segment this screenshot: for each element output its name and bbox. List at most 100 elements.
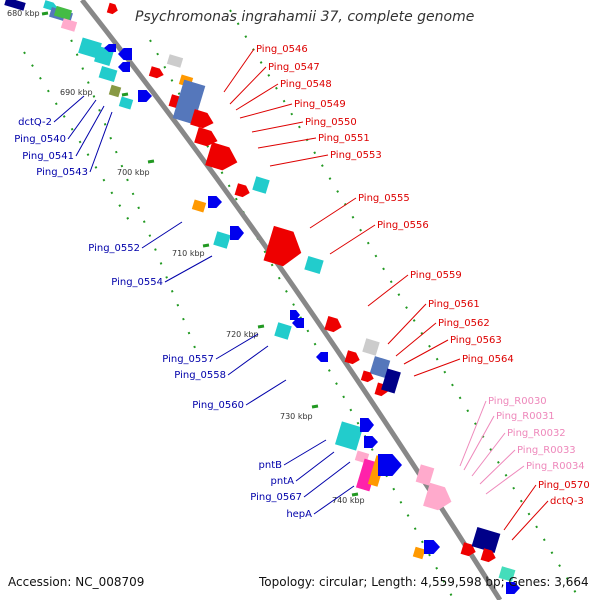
gene-arrow: [138, 90, 152, 102]
gene-block: [4, 0, 26, 11]
gene-block: [98, 65, 118, 83]
leader-line: [413, 358, 461, 377]
reverse-gene-label: dctQ-2: [18, 117, 52, 128]
forward-gene-label: Ping_0555: [358, 193, 410, 204]
forward-gene-label: Ping_0559: [410, 270, 462, 281]
tick-label: 710 kbp: [172, 249, 205, 258]
forward-gene-label: Ping_0564: [462, 354, 514, 365]
rna-gene-label: Ping_R0034: [526, 461, 585, 472]
reverse-gene-label: Ping_0554: [111, 277, 163, 288]
leader-line: [329, 224, 376, 255]
reverse-gene-label: Ping_0541: [22, 151, 74, 162]
leader-line: [403, 339, 449, 365]
label-leader-lines: [53, 48, 549, 541]
frame-dot-row: [229, 9, 581, 600]
leader-line: [503, 484, 537, 531]
gene-arrow: [506, 582, 520, 594]
leader-line: [395, 322, 437, 357]
gene-arrow: [378, 454, 402, 476]
gene-block: [274, 322, 292, 340]
gene-features: [4, 0, 520, 594]
gene-block: [335, 421, 363, 451]
leader-line: [257, 137, 317, 149]
gene-arrow: [194, 127, 218, 147]
gene-block: [304, 255, 324, 275]
rna-gene-label: Ping_R0030: [488, 396, 547, 407]
gene-arrow: [364, 436, 378, 448]
reverse-gene-label: pntA: [271, 476, 295, 487]
forward-gene-label: Ping_0550: [305, 117, 357, 128]
leader-line: [463, 415, 495, 471]
tick-label: 700 kbp: [117, 168, 150, 177]
leader-line: [269, 154, 329, 167]
gene-block: [118, 96, 134, 110]
gene-arrow: [423, 482, 452, 511]
reverse-gene-label: Ping_0540: [14, 134, 66, 145]
leader-line: [303, 461, 351, 498]
forward-gene-label: Ping_0553: [330, 150, 382, 161]
forward-gene-label: Ping_0563: [450, 335, 502, 346]
forward-gene-label: Ping_0546: [256, 44, 308, 55]
forward-gene-label: dctQ-3: [550, 496, 584, 507]
tick-mark: [41, 11, 49, 16]
forward-gene-label: Ping_0547: [268, 62, 320, 73]
gene-arrow: [104, 44, 116, 52]
tick-mark: [257, 324, 265, 329]
tick-label: 740 kbp: [332, 496, 365, 505]
gene-arrow: [360, 370, 374, 383]
forward-gene-label: Ping_0570: [538, 480, 590, 491]
gene-block: [412, 546, 426, 560]
gene-arrow: [118, 62, 130, 72]
leader-line: [245, 379, 287, 406]
leader-line: [479, 449, 516, 485]
leader-line: [164, 255, 213, 283]
leader-line: [511, 500, 549, 541]
gene-arrow: [316, 352, 328, 362]
gene-block: [381, 368, 401, 394]
tick-label: 730 kbp: [280, 412, 313, 421]
leader-line: [223, 48, 255, 93]
gene-arrow: [106, 2, 118, 15]
frame-dot-row: [59, 11, 196, 349]
gene-block: [498, 566, 516, 582]
gene-arrow: [190, 109, 214, 129]
forward-gene-label: Ping_0561: [428, 299, 480, 310]
rna-gene-label: Ping_R0031: [496, 411, 555, 422]
leader-line: [251, 121, 304, 133]
tick-mark: [202, 243, 210, 248]
gene-arrow: [424, 540, 440, 554]
gene-block: [213, 231, 231, 249]
forward-gene-label: Ping_0551: [318, 133, 370, 144]
leader-line: [459, 400, 487, 467]
gene-block: [191, 199, 207, 213]
genome-summary-text: Topology: circular; Length: 4,559,598 bp…: [258, 575, 589, 589]
leader-line: [141, 221, 183, 249]
reverse-gene-label: Ping_0552: [88, 243, 140, 254]
accession-text: Accession: NC_008709: [8, 575, 144, 589]
leader-line: [53, 95, 85, 123]
gene-arrow: [230, 226, 244, 240]
gene-block: [369, 356, 391, 378]
reverse-gene-label: pntB: [259, 460, 283, 471]
tick-mark: [311, 404, 319, 409]
gene-arrow: [360, 418, 374, 432]
gene-block: [362, 338, 380, 356]
reverse-gene-label: Ping_0557: [162, 354, 214, 365]
reverse-gene-label: Ping_0567: [250, 492, 302, 503]
gene-block: [355, 458, 379, 492]
gene-block: [252, 176, 270, 194]
leader-line: [485, 465, 525, 495]
leader-line: [387, 303, 427, 345]
reverse-gene-label: Ping_0560: [192, 400, 244, 411]
gene-arrow: [480, 548, 496, 563]
gene-arrow: [148, 66, 164, 79]
gene-block: [78, 37, 102, 59]
tick-label: 720 kbp: [226, 330, 259, 339]
leader-line: [313, 485, 355, 515]
leader-line: [215, 333, 259, 360]
reverse-gene-label: hepA: [286, 509, 312, 520]
gene-arrow: [263, 225, 302, 267]
gene-arrow: [292, 318, 304, 328]
gene-block: [166, 54, 184, 68]
